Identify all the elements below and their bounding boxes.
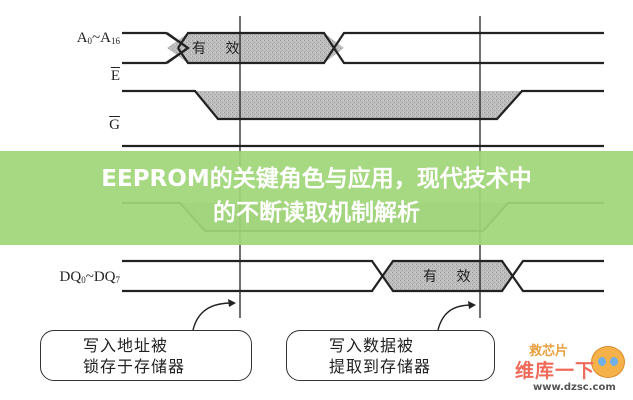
label-sub: 16 (111, 36, 120, 46)
callout-arrow-data (437, 301, 476, 331)
banner-title: EEPROM的关键角色与应用，现代技术中 的不断读取机制解析 (0, 162, 633, 230)
watermark-top-text: 救芯片 (529, 344, 569, 359)
data-waveform (122, 259, 604, 293)
mascot-icon (591, 346, 625, 378)
data-signal-label: DQ0~DQ7 (10, 268, 120, 289)
enable-waveform (122, 89, 604, 148)
banner-title-line1: EEPROM的关键角色与应用，现代技术中 (101, 166, 532, 192)
note-data-captured: 写入数据被 提取到存储器 (286, 330, 495, 381)
label-sub: 0 (81, 275, 86, 285)
callout-arrow-address (192, 299, 236, 331)
watermark-url: www.dzsc.com (533, 382, 616, 393)
output-enable-signal-label: G (10, 116, 120, 134)
note-line: 写入地址被 (83, 336, 169, 355)
label-text: A (76, 30, 88, 46)
enable-active-region (195, 91, 522, 119)
note-address-latched: 写入地址被 锁存于存储器 (40, 330, 252, 381)
watermark-brand-text: 维库一下 (515, 360, 596, 382)
address-signal-label: A0~A16 (10, 29, 120, 50)
data-valid-label: 有 效 (423, 270, 479, 285)
label-text: ~A (92, 30, 111, 46)
label-sub: 0 (87, 36, 93, 46)
watermark-logo: 救芯片 维库一下 www.dzsc.com (515, 340, 630, 398)
address-valid-label: 有 效 (192, 42, 248, 57)
banner-title-line2: 的不断读取机制解析 (213, 200, 420, 226)
note-line: 提取到存储器 (329, 357, 432, 376)
title-banner (0, 151, 633, 245)
enable-signal-label: E (10, 67, 120, 85)
note-line: 写入数据被 (329, 336, 415, 355)
label-text: G (109, 117, 120, 133)
label-text: ~DQ (85, 269, 116, 285)
address-valid-region (167, 33, 344, 63)
label-text: E (110, 68, 120, 84)
note-line: 锁存于存储器 (83, 357, 186, 376)
label-text: DQ (59, 269, 82, 285)
label-sub: 7 (115, 275, 121, 285)
address-waveform (122, 31, 604, 65)
